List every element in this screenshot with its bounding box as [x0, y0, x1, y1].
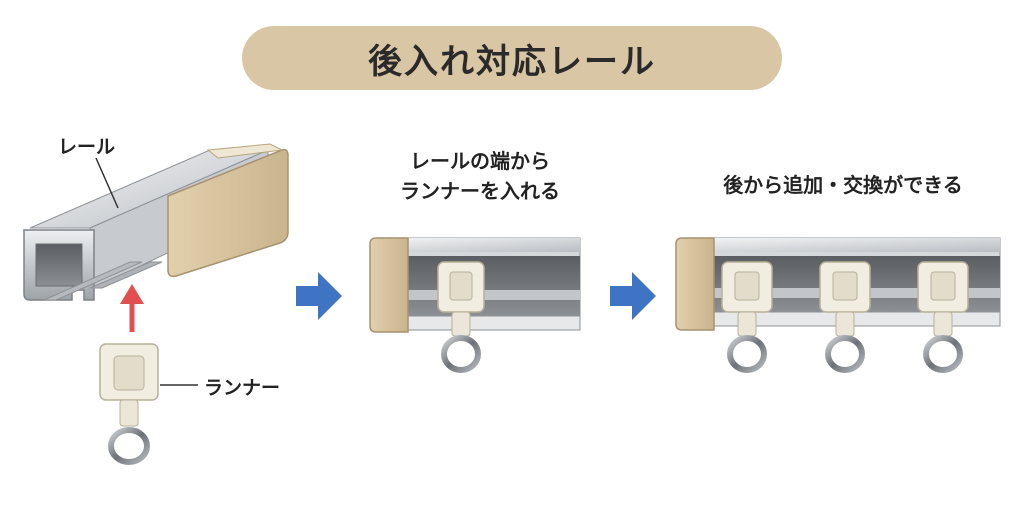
runner-standalone [99, 343, 198, 465]
insert-arrow [120, 284, 144, 332]
step1-caption: レールの端から ランナーを入れる [380, 146, 580, 206]
step-arrow-1 [296, 272, 342, 320]
runner-label: ランナー [204, 377, 281, 399]
rail-perspective [23, 143, 289, 301]
title-banner: 後入れ対応レール [242, 26, 782, 90]
step1-caption-line2: ランナーを入れる [400, 179, 560, 203]
rail-side-view-1 [369, 237, 581, 373]
page-title: 後入れ対応レール [368, 41, 656, 82]
step-arrow-2 [610, 272, 656, 320]
rail-label: レール [58, 136, 116, 158]
step1-caption-line1: レールの端から [410, 149, 550, 173]
step2-caption: 後から追加・交換ができる [723, 173, 963, 197]
rail-side-view-2 [675, 237, 1001, 373]
